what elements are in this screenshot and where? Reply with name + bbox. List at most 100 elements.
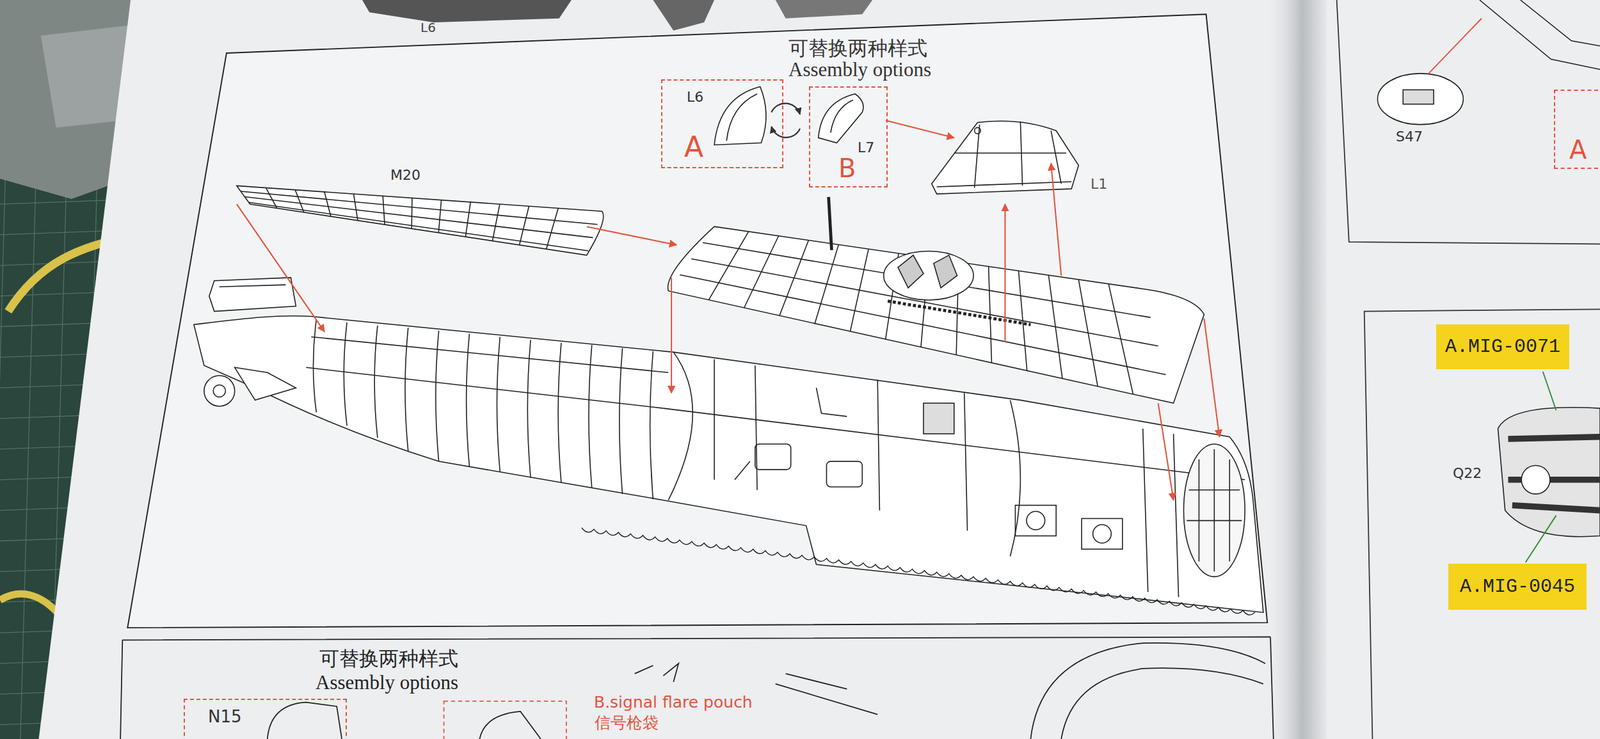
fuselage [1026, 511, 1046, 530]
wing-grid [465, 202, 471, 237]
fuselage [1186, 449, 1242, 572]
part-number: L6 [686, 89, 704, 105]
assembly-arrow [1050, 163, 1062, 276]
next-step [634, 663, 680, 683]
yellow-tape [0, 593, 59, 615]
wing-grid [519, 206, 530, 246]
paint-code: A.MIG-0045 [1459, 576, 1576, 598]
fuselage-rib [312, 319, 653, 500]
wing-grid [546, 208, 559, 249]
roof-panel [887, 301, 1031, 326]
page-gutter [1265, 0, 1327, 739]
part-number: S47 [1395, 129, 1423, 145]
fuselage [923, 403, 955, 434]
side-part [1498, 407, 1600, 537]
option-part [714, 87, 767, 146]
fuselage-rib [312, 319, 317, 413]
next-step [267, 702, 342, 739]
step-heading: 可替换两种样式 [788, 37, 928, 59]
paint-code-box: A.MIG-0071 [1436, 324, 1570, 370]
wing-grid [438, 200, 441, 233]
wing-grid [324, 192, 331, 217]
next-step [1030, 643, 1266, 739]
roof-panel [897, 255, 957, 288]
fuselage [1015, 505, 1056, 537]
fuselage [204, 375, 235, 407]
next-step [775, 673, 878, 715]
paint-code: A.MIG-0071 [1445, 336, 1561, 358]
wing-panel [236, 185, 604, 255]
assembly-arrow [885, 120, 955, 138]
fuselage-rib [527, 339, 531, 478]
option-part [818, 94, 864, 144]
option-part [714, 87, 864, 146]
side-part [1377, 0, 1600, 537]
fuselage-rib [588, 344, 592, 488]
assembly-arrow [1158, 403, 1174, 501]
scalloped-edge [581, 528, 1256, 616]
fuselage-rib [343, 322, 347, 426]
side-part [1377, 73, 1464, 125]
leader-line [1428, 18, 1482, 74]
leader-line [1525, 371, 1557, 563]
wing-grid [353, 193, 358, 221]
part-number: L7 [857, 140, 875, 156]
fuselage-rib [650, 351, 654, 500]
option-letter: B [838, 154, 856, 183]
swap-symbol [771, 103, 800, 115]
step-heading: Assembly options [315, 672, 459, 694]
option-box: L6A [661, 79, 784, 169]
side-part [1402, 89, 1434, 104]
fuselage [1093, 524, 1112, 544]
fuselage [234, 367, 297, 400]
canopy-part [974, 127, 982, 134]
fuselage [1081, 518, 1123, 550]
wing-panel [236, 185, 604, 255]
next-step [120, 636, 1274, 739]
option-part [830, 99, 854, 133]
canopy-part [936, 121, 1072, 189]
roof-panel [828, 197, 832, 251]
previous-part [775, 0, 873, 19]
part-number: N15 [208, 707, 242, 727]
fuselage-rib [466, 334, 470, 467]
option-note: B.signal flare pouch [593, 693, 753, 712]
assembly-arrow [1203, 318, 1220, 438]
fuselage [219, 284, 287, 287]
next-step [1061, 668, 1264, 739]
fuselage [1143, 428, 1179, 598]
option-letter: A [1569, 135, 1587, 164]
roof-grid [679, 231, 1166, 395]
page-panel-border [1336, 0, 1600, 244]
option-box: N15 [183, 698, 347, 739]
option-part [726, 94, 758, 141]
roof-panel [668, 197, 1205, 404]
previous-part [362, 0, 572, 23]
fuselage-rib [558, 343, 562, 484]
option-note: 信号枪袋 [594, 714, 659, 733]
step-frame [127, 14, 1268, 628]
next-step [479, 711, 541, 739]
fuselage [826, 461, 863, 488]
part-number: L6 [420, 20, 436, 35]
canopy-part [931, 120, 1080, 194]
wing-grid [492, 204, 500, 241]
fuselage [714, 359, 968, 532]
assembly-arrow [670, 277, 672, 393]
part-number: Q22 [1452, 465, 1482, 482]
part-number: L1 [1090, 176, 1108, 192]
step-heading: Assembly options [788, 58, 932, 81]
assembly-arrow [1004, 204, 1006, 342]
option-box: BL7 [808, 86, 888, 188]
swap-symbol [771, 103, 800, 138]
fuselage [734, 387, 847, 480]
fuselage [213, 384, 226, 397]
wing-grid [244, 197, 593, 239]
roof-panel [668, 226, 1205, 404]
paint-code-box: A.MIG-0045 [1448, 563, 1587, 610]
assembly-arrow [586, 226, 677, 246]
fuselage-rib [374, 325, 378, 438]
wing-grid [410, 197, 413, 229]
